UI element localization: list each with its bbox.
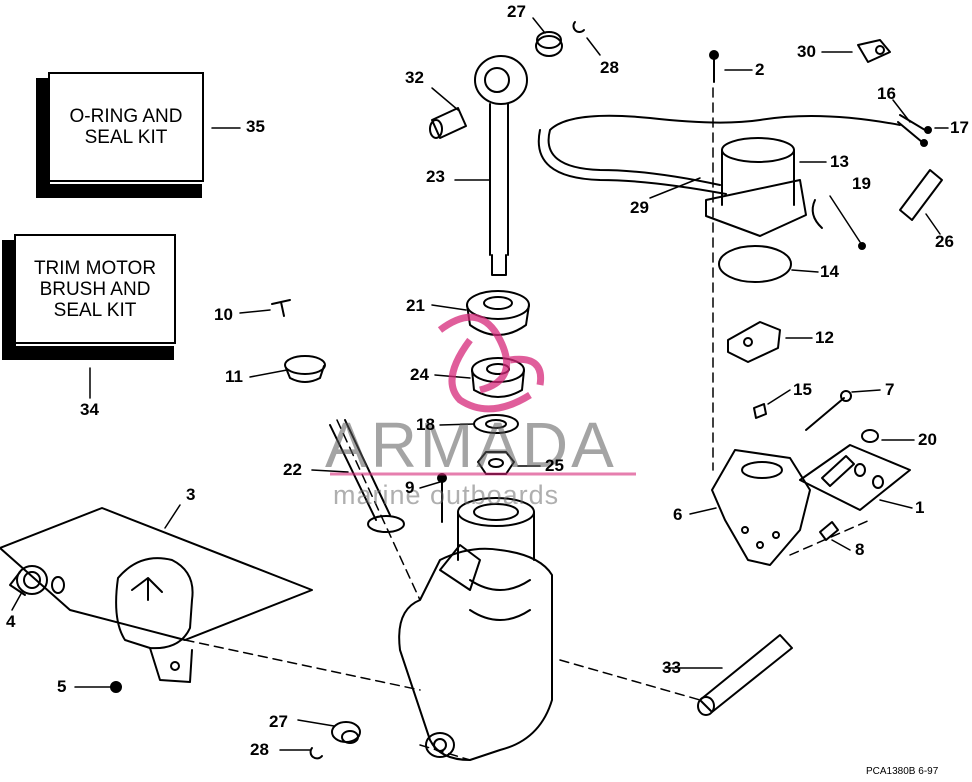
part-10-screw [271, 299, 291, 317]
label-16: 16 [877, 84, 896, 103]
part-19-clip [811, 199, 866, 250]
part-14-oring [718, 245, 792, 283]
part-27-bushing-bottom [331, 721, 361, 744]
kit-35-label: O-RING AND SEAL KIT [48, 72, 204, 182]
label-23: 23 [426, 167, 445, 186]
label-10: 10 [214, 305, 233, 324]
label-30: 30 [797, 42, 816, 61]
part-15-screw [753, 403, 767, 419]
leader-lines [11, 17, 949, 751]
part-11-valve [284, 355, 326, 383]
label-24: 24 [410, 365, 429, 384]
part-3-reservoir [0, 507, 313, 683]
label-14: 14 [820, 262, 839, 281]
part-6-pump-body [711, 449, 811, 566]
part-26-hose [899, 169, 943, 221]
label-1: 1 [915, 498, 925, 517]
part-28-ring-top [572, 21, 585, 33]
part-16-17-terminals [897, 114, 932, 147]
kit-34-box: TRIM MOTOR BRUSH AND SEAL KIT [2, 234, 178, 360]
part-7-bolt [805, 390, 852, 431]
label-22: 22 [283, 460, 302, 479]
kit-34-box-side [2, 240, 16, 360]
part-28-ring-bottom [309, 747, 323, 760]
part-32-pin [429, 107, 467, 139]
label-15: 15 [793, 380, 812, 399]
part-33-pin [697, 634, 793, 716]
label-11: 11 [225, 367, 243, 386]
kit-35-box: O-RING AND SEAL KIT [36, 72, 206, 198]
label-19: 19 [852, 174, 871, 193]
label-7: 7 [885, 380, 895, 399]
label-8: 8 [855, 540, 865, 559]
label-28-top: 28 [600, 58, 619, 77]
part-27-bushing-top [535, 31, 563, 57]
part-1-gasket [799, 444, 911, 511]
label-12: 12 [815, 328, 834, 347]
part-20-plug [861, 429, 879, 443]
part-29-harness [537, 114, 901, 195]
part-30-sender [857, 39, 891, 63]
label-27-top: 27 [507, 2, 526, 21]
label-20: 20 [918, 430, 937, 449]
label-9: 9 [405, 478, 415, 497]
label-32: 32 [405, 68, 424, 87]
part-5-screw [110, 681, 122, 693]
label-34: 34 [80, 400, 99, 419]
kit-34-box-bottom [2, 346, 174, 360]
label-4: 4 [6, 612, 16, 631]
label-17: 17 [950, 118, 969, 137]
kit-35-box-bottom [36, 184, 202, 198]
label-6: 6 [673, 505, 683, 524]
watermark-title: ARMADA [325, 409, 617, 481]
label-2: 2 [755, 60, 765, 79]
drawing-code: PCA1380B 6-97 [866, 766, 939, 777]
label-25: 25 [545, 456, 564, 475]
label-26: 26 [935, 232, 954, 251]
label-18: 18 [416, 415, 435, 434]
watermark-subtitle: marine outboards [333, 480, 560, 510]
label-28-bottom: 28 [250, 740, 269, 759]
part-23-trim-rod [474, 55, 528, 276]
part-8-screw [819, 521, 839, 541]
label-13: 13 [830, 152, 849, 171]
part-2-screw [709, 50, 719, 83]
label-3: 3 [186, 485, 196, 504]
kit-34-label: TRIM MOTOR BRUSH AND SEAL KIT [14, 234, 176, 344]
label-35: 35 [246, 117, 265, 136]
label-5: 5 [57, 677, 67, 696]
kit-35-box-side [36, 78, 50, 198]
part-13-motor [705, 137, 807, 237]
label-29: 29 [630, 198, 649, 217]
part-12-block [727, 321, 781, 363]
label-21: 21 [406, 296, 425, 315]
part-9-bolt [437, 473, 447, 523]
part-4-filter [9, 565, 65, 596]
label-27-bottom: 27 [269, 712, 288, 731]
trim-cylinder [398, 497, 553, 761]
assembly-dashed-lines [184, 87, 871, 761]
label-33: 33 [662, 658, 681, 677]
